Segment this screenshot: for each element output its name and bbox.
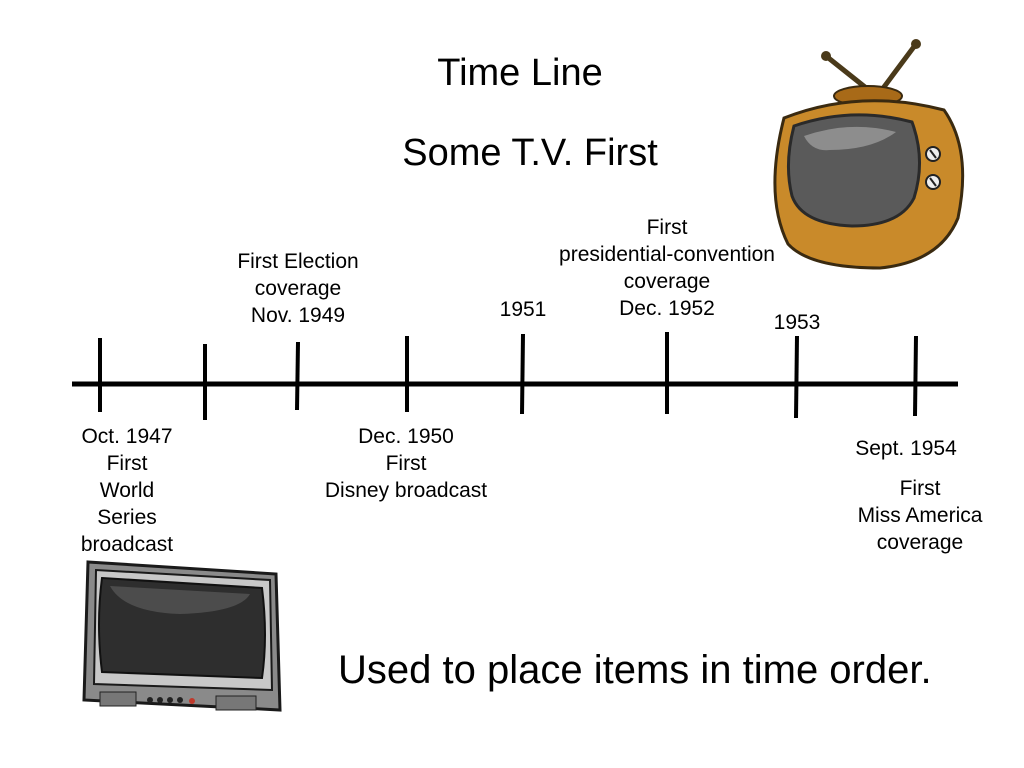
year-1951-label: 1951 [499, 298, 547, 321]
event-convention-label: First presidential-convention coverage D… [559, 216, 775, 320]
timeline-tick [913, 335, 918, 417]
caption-text: Used to place items in time order. [338, 648, 932, 692]
page-title: Time Line [437, 52, 603, 94]
timeline-tick [295, 341, 300, 411]
timeline-tick [520, 333, 525, 415]
retro-tv-icon [773, 39, 965, 270]
year-1953-label: 1953 [773, 311, 821, 334]
modern-tv-icon [82, 560, 282, 712]
event-miss-america-label: First Miss America coverage [857, 477, 983, 554]
event-disney-label: Dec. 1950 First Disney broadcast [324, 425, 488, 502]
event-world-series-label: Oct. 1947 First World Series broadcast [80, 425, 174, 556]
timeline-tick [794, 335, 799, 419]
page-subtitle: Some T.V. First [402, 132, 658, 174]
event-miss-america-date: Sept. 1954 [855, 437, 957, 460]
event-election-label: First Election coverage Nov. 1949 [237, 250, 359, 327]
